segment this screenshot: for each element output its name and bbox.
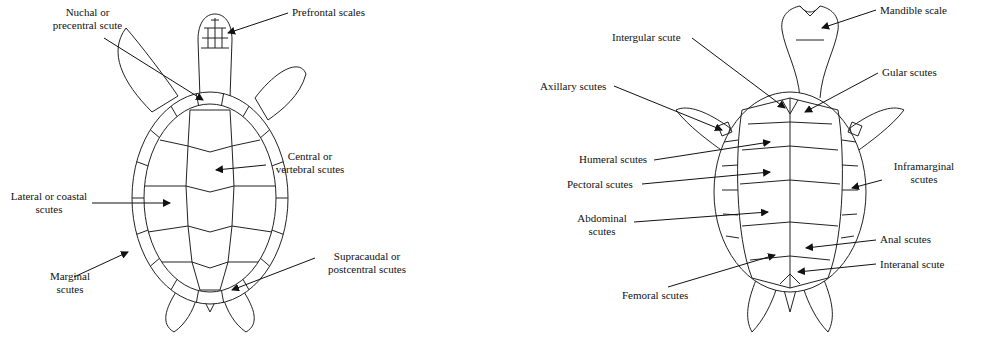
part-label: Axillary scutes (540, 80, 606, 93)
part-label: Inframarginal scutes (884, 160, 964, 186)
part-label: Supracaudal or postcentral scutes (318, 250, 416, 276)
part-label: Intergular scute (612, 31, 681, 44)
part-label: Gular scutes (882, 66, 937, 79)
part-label: Lateral or coastal scutes (8, 190, 90, 216)
part-label: Mandible scale (880, 4, 947, 17)
part-label: Femoral scutes (622, 289, 688, 302)
part-label: Nuchal or precentral scute (45, 6, 130, 32)
part-label: Anal scutes (880, 233, 931, 246)
part-label: Pectoral scutes (567, 178, 633, 191)
part-label: Humeral scutes (579, 153, 647, 166)
part-label: Prefrontal scales (292, 6, 365, 19)
part-label: Abdominal scutes (572, 212, 632, 238)
part-label: Marginal scutes (40, 270, 100, 296)
part-label: Central or vertebral scutes (270, 150, 350, 176)
part-label: Interanal scute (880, 258, 944, 271)
